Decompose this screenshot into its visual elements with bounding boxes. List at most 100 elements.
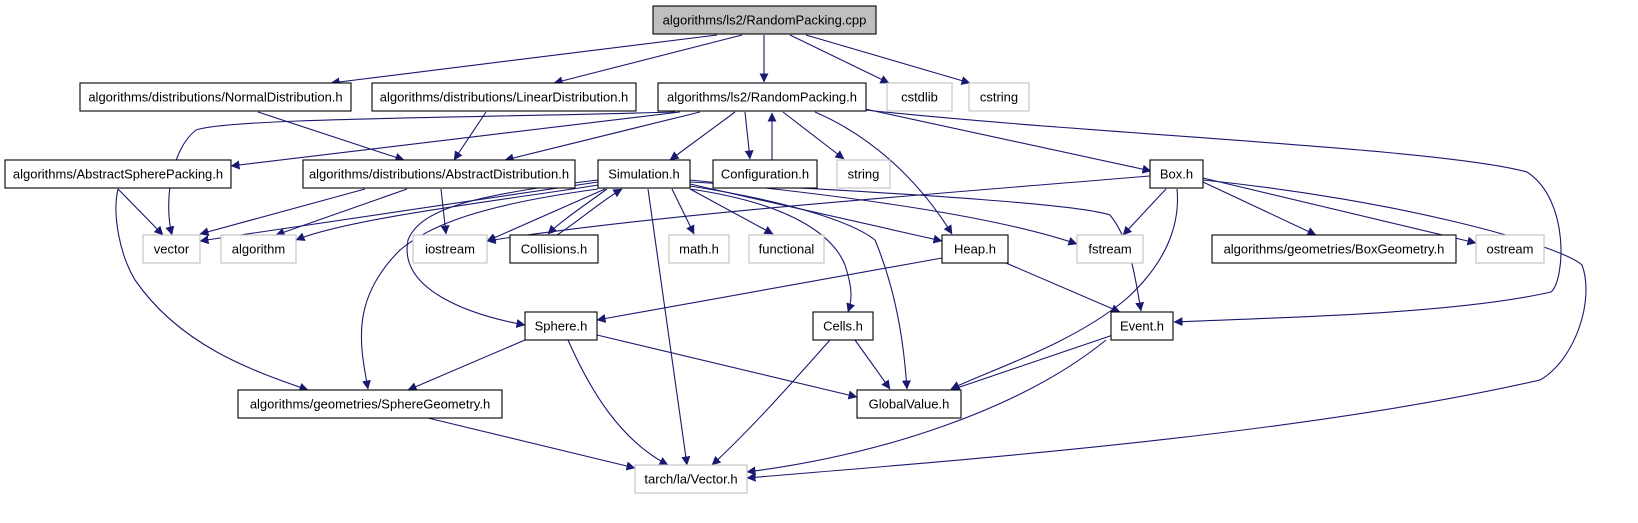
node-config[interactable]: Configuration.h [712, 159, 818, 189]
edge-sim-to-collisions [547, 188, 608, 235]
edge-sphere-to-vectorh [567, 339, 669, 466]
edge-cells-to-vectorh [711, 339, 831, 466]
edge-box-to-fstream [1122, 188, 1167, 236]
node-label-event: Event.h [1120, 319, 1164, 334]
edge-normal-to-absdist [257, 111, 405, 162]
node-spheregeo[interactable]: algorithms/geometries/SphereGeometry.h [237, 389, 503, 419]
node-label-normal: algorithms/distributions/NormalDistribut… [88, 90, 342, 105]
edge-sphere-to-spheregeo [407, 339, 526, 391]
node-cells[interactable]: Cells.h [812, 311, 874, 341]
node-box-algorithm [220, 234, 297, 264]
edge-sim-to-sphere [406, 179, 599, 328]
edge-heap-to-event [1005, 262, 1121, 313]
node-box-normal [79, 82, 352, 112]
node-box-cells [812, 311, 874, 341]
node-collisions[interactable]: Collisions.h [509, 234, 599, 264]
node-functional: functional [748, 234, 825, 264]
node-label-box: Box.h [1160, 167, 1193, 182]
node-root[interactable]: algorithms/ls2/RandomPacking.cpp [652, 5, 877, 35]
edge-sim-to-spheregeo [360, 188, 599, 390]
edge-box-to-ostream [1202, 177, 1477, 246]
edge-sim-to-iostream [486, 188, 606, 242]
node-label-fstream: fstream [1088, 242, 1131, 257]
edge-sim-to-fstream [689, 179, 1078, 246]
edge-rph-to-sim [669, 111, 736, 161]
edge-sphere-to-globalvalue [596, 334, 858, 400]
edge-rph-to-event [864, 109, 1562, 327]
node-box-spheregeo [237, 389, 503, 419]
node-box-absdist [302, 159, 576, 189]
node-box-config [712, 159, 818, 189]
node-label-ostream: ostream [1487, 242, 1534, 257]
node-box[interactable]: Box.h [1149, 159, 1204, 189]
node-absdist[interactable]: algorithms/distributions/AbstractDistrib… [302, 159, 576, 189]
edge-box-to-globalvalue [950, 188, 1179, 390]
edge-spheregeo-to-vectorh [427, 417, 636, 471]
edge-sim-to-vectorh [647, 188, 691, 466]
node-label-cells: Cells.h [823, 319, 863, 334]
node-box-functional [748, 234, 825, 264]
node-label-vectorh: tarch/la/Vector.h [644, 472, 737, 487]
node-box-string [836, 159, 891, 189]
node-label-config: Configuration.h [721, 167, 809, 182]
node-vectorh: tarch/la/Vector.h [634, 464, 748, 494]
node-label-cstring: cstring [980, 90, 1018, 105]
edge-box-to-vectorh [746, 179, 1587, 482]
node-box-globalvalue [856, 389, 962, 419]
node-box-ostream [1475, 234, 1545, 264]
node-box-asp [4, 159, 232, 189]
edge-rph-to-box [864, 108, 1152, 174]
node-box-math [668, 234, 730, 264]
edge-event-to-vectorh [746, 339, 1107, 476]
node-box-event [1110, 311, 1174, 341]
nodes-layer: algorithms/ls2/RandomPacking.cpp algorith… [4, 5, 1545, 494]
node-box-sphere [524, 311, 598, 341]
edge-asp-to-spheregeo [115, 188, 309, 392]
node-sim[interactable]: Simulation.h [597, 159, 691, 189]
edge-box-to-boxgeo [1202, 181, 1317, 236]
node-cstdlib: cstdlib [886, 82, 953, 112]
node-box-fstream [1076, 234, 1144, 264]
node-algorithm: algorithm [220, 234, 297, 264]
node-box-vector [142, 234, 201, 264]
node-linear[interactable]: algorithms/distributions/LinearDistribut… [371, 82, 637, 112]
node-box-cstdlib [886, 82, 953, 112]
edge-root-to-normal [330, 34, 718, 87]
edge-asp-to-vector [117, 188, 164, 236]
edge-box-to-iostream [486, 175, 1151, 245]
edge-sim-to-algorithm [295, 184, 599, 241]
node-sphere[interactable]: Sphere.h [524, 311, 598, 341]
node-box-box [1149, 159, 1204, 189]
node-label-sphere: Sphere.h [535, 319, 588, 334]
edge-sim-to-globalvalue [689, 185, 911, 390]
node-label-algorithm: algorithm [232, 242, 285, 257]
node-normal[interactable]: algorithms/distributions/NormalDistribut… [79, 82, 352, 112]
edge-rph-to-config [744, 111, 754, 160]
node-asp[interactable]: algorithms/AbstractSpherePacking.h [4, 159, 232, 189]
node-fstream: fstream [1076, 234, 1144, 264]
edge-absdist-to-algorithm [275, 188, 408, 237]
node-label-iostream: iostream [425, 242, 475, 257]
node-label-spheregeo: algorithms/geometries/SphereGeometry.h [250, 397, 490, 412]
node-heap[interactable]: Heap.h [941, 234, 1009, 264]
edge-sim-to-math [671, 188, 695, 235]
node-box-cstring [968, 82, 1030, 112]
node-label-math: math.h [679, 242, 719, 257]
node-globalvalue[interactable]: GlobalValue.h [856, 389, 962, 419]
node-box-vectorh [634, 464, 748, 494]
node-rph[interactable]: algorithms/ls2/RandomPacking.h [657, 82, 867, 112]
node-label-asp: algorithms/AbstractSpherePacking.h [13, 167, 223, 182]
node-event[interactable]: Event.h [1110, 311, 1174, 341]
node-boxgeo[interactable]: algorithms/geometries/BoxGeometry.h [1211, 234, 1457, 264]
node-string: string [836, 159, 891, 189]
node-label-root: algorithms/ls2/RandomPacking.cpp [663, 13, 867, 28]
edge-absdist-to-vector [199, 188, 366, 237]
edge-root-to-linear [553, 34, 743, 86]
node-label-vector: vector [154, 242, 190, 257]
node-math: math.h [668, 234, 730, 264]
node-label-rph: algorithms/ls2/RandomPacking.h [667, 90, 857, 105]
edge-rph-to-asp [230, 111, 681, 170]
node-label-globalvalue: GlobalValue.h [869, 397, 950, 412]
node-label-functional: functional [759, 242, 815, 257]
